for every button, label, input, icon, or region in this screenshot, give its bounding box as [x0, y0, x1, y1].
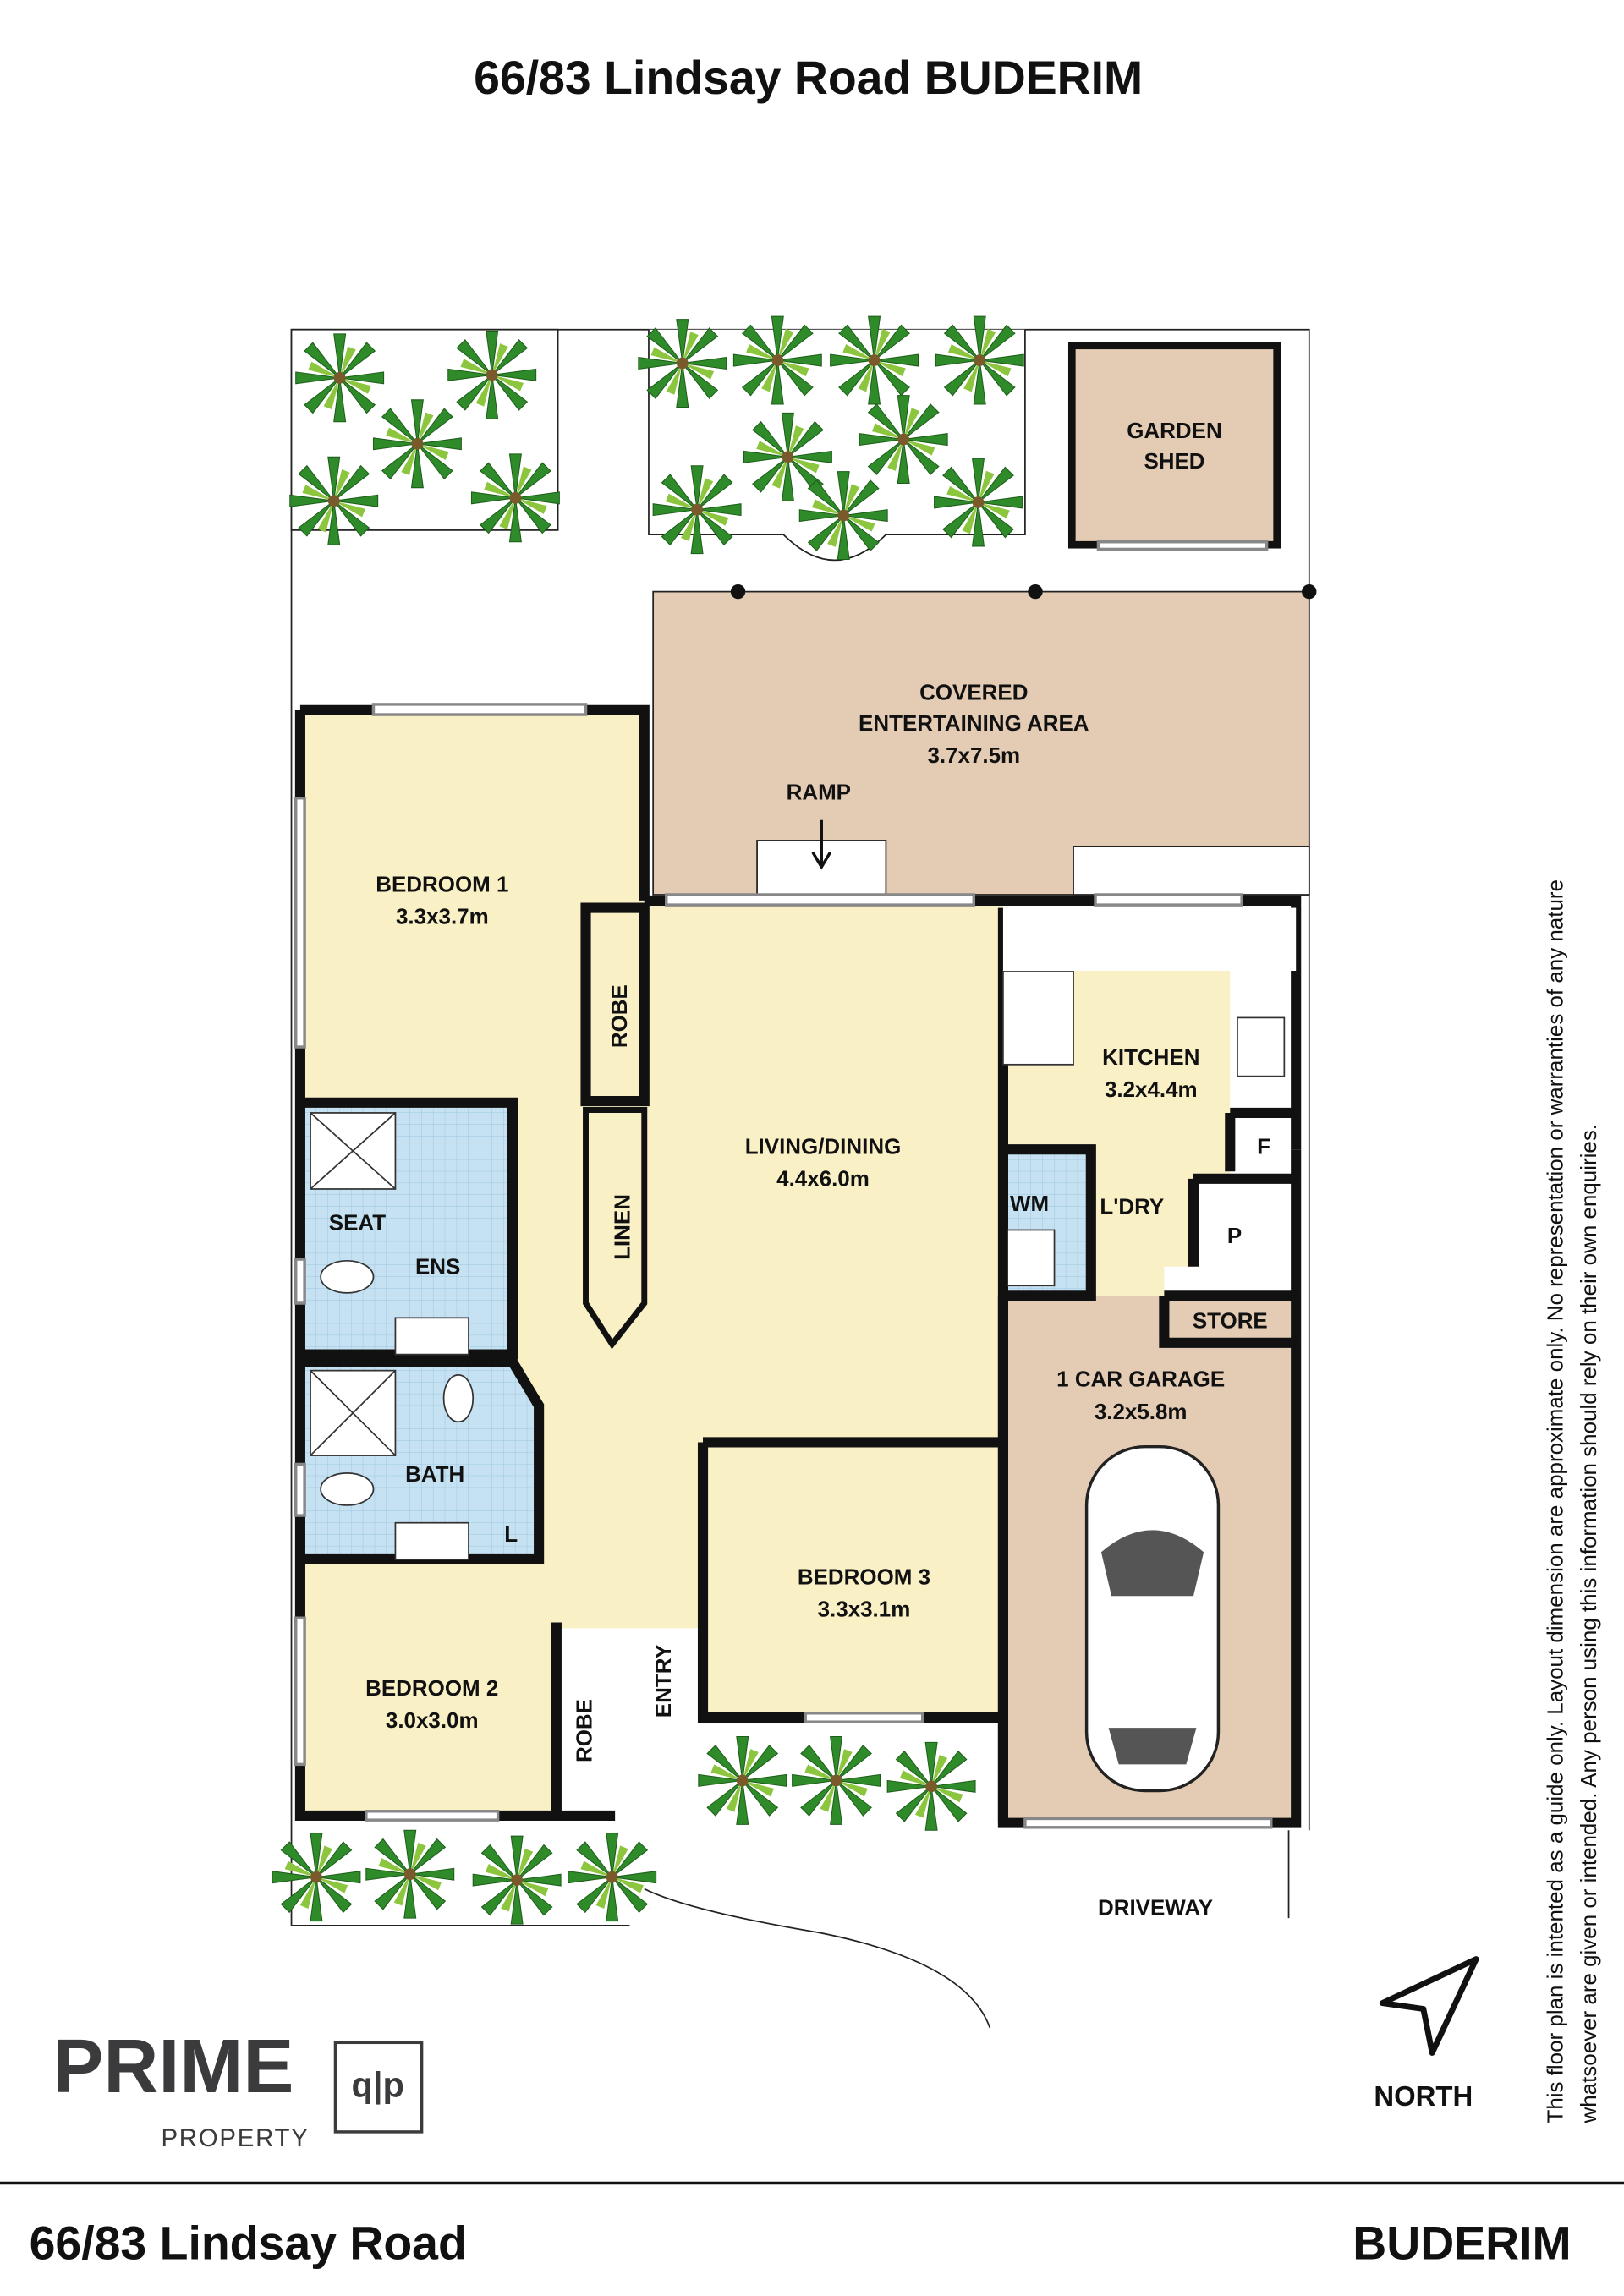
store-label: STORE	[1193, 1307, 1268, 1333]
pantry-label: P	[1227, 1223, 1242, 1248]
ensuite-label: ENS	[415, 1253, 460, 1279]
prime-property-logo: PRIME PROPERTY q|p	[52, 2025, 424, 2152]
north-arrow-icon	[1379, 1956, 1479, 2056]
living-dining	[644, 900, 1003, 1443]
kitchen-label: KITCHEN	[1102, 1044, 1199, 1070]
bedroom-2-label: BEDROOM 2	[365, 1675, 498, 1701]
disclaimer-line-1: This floor plan is intented as a guide o…	[1542, 879, 1567, 2123]
garden-shed-label: GARDEN	[1127, 418, 1221, 443]
fixtures	[310, 907, 1297, 1560]
driveway-edge	[291, 1830, 1290, 2029]
entertaining-label: ENTERTAINING AREA	[859, 710, 1089, 736]
entertaining-label: COVERED	[919, 680, 1028, 705]
logo-mark: q|p	[351, 2064, 403, 2104]
entry-label: ENTRY	[650, 1644, 676, 1718]
laundry-label: L'DRY	[1100, 1193, 1164, 1219]
disclaimer-line-2: whatsoever are given or intended. Any pe…	[1576, 1124, 1601, 2124]
robe-2-label: ROBE	[571, 1699, 596, 1762]
north-label: NORTH	[1374, 2080, 1473, 2112]
living-label: LIVING/DINING	[745, 1133, 902, 1159]
linen-cupboard-label: L	[504, 1521, 518, 1547]
logo-sub: PROPERTY	[161, 2124, 309, 2152]
car-icon	[1084, 1444, 1221, 1793]
room-labels: BEDROOM 1 3.3x3.7m ROBE KITCHEN 3.2x4.4m…	[329, 872, 1270, 1921]
driveway-label: DRIVEWAY	[1098, 1895, 1213, 1921]
entertaining-size: 3.7x7.5m	[927, 743, 1020, 768]
bath-label: BATH	[405, 1461, 464, 1487]
garden-shed-label: SHED	[1144, 448, 1204, 474]
seat-label: SEAT	[329, 1209, 386, 1235]
posts	[730, 584, 1317, 600]
garage-label: 1 CAR GARAGE	[1056, 1367, 1225, 1392]
step	[1073, 845, 1310, 896]
garden-shed	[1067, 342, 1281, 549]
ramp-label: RAMP	[787, 779, 851, 804]
kitchen-floor	[1002, 971, 1231, 1296]
washing-machine-label: WM	[1010, 1191, 1049, 1216]
page-title: 66/83 Lindsay Road BUDERIM	[474, 52, 1143, 104]
ramp-arrow-icon	[811, 819, 832, 870]
bedroom-1-label: BEDROOM 1	[376, 872, 508, 897]
bedroom-3-size: 3.3x3.1m	[818, 1597, 911, 1622]
hallway	[512, 1101, 704, 1629]
footer-address: 66/83 Lindsay Road	[30, 2217, 467, 2270]
bedroom-1-size: 3.3x3.7m	[396, 904, 489, 929]
bedroom-2-size: 3.0x3.0m	[386, 1707, 479, 1733]
fridge-label: F	[1257, 1133, 1270, 1159]
footer-suburb: BUDERIM	[1352, 2217, 1571, 2270]
garage-size: 3.2x5.8m	[1095, 1399, 1188, 1424]
bedroom-2	[303, 1564, 557, 1816]
bedroom-3-label: BEDROOM 3	[798, 1564, 930, 1589]
living-size: 4.4x6.0m	[776, 1166, 870, 1192]
windows	[294, 540, 1273, 1829]
bedroom-3	[703, 1442, 1003, 1718]
linen-label: LINEN	[609, 1194, 634, 1260]
kitchen-size: 3.2x4.4m	[1105, 1077, 1198, 1102]
robe-1-label: ROBE	[606, 984, 632, 1048]
logo-name: PRIME	[52, 2025, 294, 2109]
